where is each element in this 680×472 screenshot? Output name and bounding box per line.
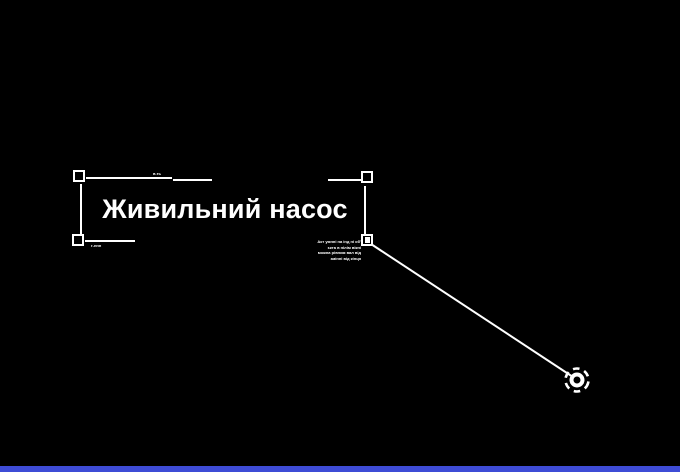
selection-edge-right [364,186,366,234]
selection-edge-top-mid-segment [173,178,212,181]
selection-handle-bottom-left[interactable] [72,234,84,246]
selection-edge-top-right-segment [328,178,362,181]
micro-label-bottom-tick: г-ннн [91,243,102,248]
selection-edge-top-left-segment [86,177,172,179]
leader-line [370,243,574,378]
micro-label-top-tick: в.ть [153,171,161,176]
annotation-line: змінні від кінця [330,255,361,261]
annotation-line: єкта в нілім вікні [327,244,361,250]
selection-handle-bottom-right[interactable] [361,234,373,246]
target-ring [569,372,585,388]
pump-text-label[interactable]: Живильний насос [102,193,348,224]
selection-handle-top-left[interactable] [73,170,85,182]
annotation-line: Акт умнні на інд ні об' [317,239,361,244]
video-progress-bar[interactable] [0,466,680,472]
micro-annotation-block: Акт умнні на інд ні об' єкта в нілім вік… [298,239,361,261]
selection-edge-bottom-segment [85,240,135,242]
selection-edge-left [80,184,82,234]
handle-fill-mark [365,237,370,243]
pump-target-icon[interactable] [563,366,591,394]
annotation-line: можна рівним вал від [317,250,361,256]
target-dashed-outline [564,367,590,393]
selection-handle-top-right[interactable] [361,171,373,183]
